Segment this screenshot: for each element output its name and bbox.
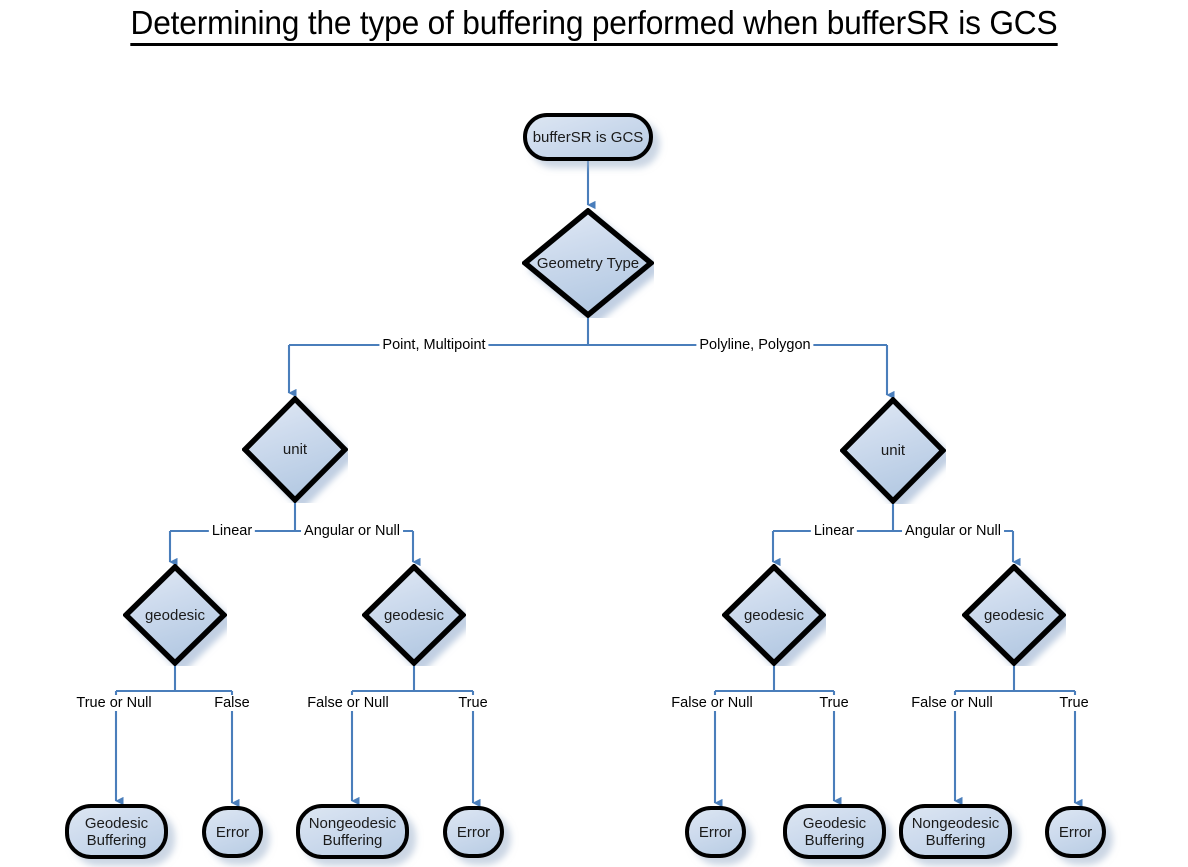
terminal-label: Geodesic Buffering	[802, 814, 867, 849]
edge-label-polyline-polygon: Polyline, Polygon	[696, 337, 814, 353]
terminal-error-1[interactable]: Error	[202, 806, 263, 858]
edge-label-true-c: True	[816, 695, 852, 711]
decision-geodesic-c[interactable]: geodesic	[722, 564, 826, 666]
edge-label-true-b: True	[455, 695, 491, 711]
decision-geodesic-b[interactable]: geodesic	[362, 564, 466, 666]
terminal-geodesic-buffering-1[interactable]: Geodesic Buffering	[65, 804, 168, 859]
edge-label-false-or-null-c: False or Null	[668, 695, 756, 711]
terminal-label: Geodesic Buffering	[84, 814, 149, 849]
diamond-shape	[123, 564, 227, 666]
edge-label-false-a: False	[211, 695, 253, 711]
edge-label-linear-left: Linear	[208, 523, 256, 539]
diamond-shape	[242, 396, 348, 503]
diamond-shape	[522, 208, 654, 318]
terminal-geodesic-buffering-2[interactable]: Geodesic Buffering	[783, 804, 886, 859]
terminal-start[interactable]: bufferSR is GCS	[523, 113, 653, 161]
edge-label-true-d: True	[1056, 695, 1092, 711]
edge-label-true-or-null-a: True or Null	[73, 695, 155, 711]
decision-unit-right[interactable]: unit	[840, 397, 946, 504]
terminal-label: Nongeodesic Buffering	[911, 814, 1000, 849]
page-title: Determining the type of buffering perfor…	[24, 4, 1164, 46]
diamond-shape	[962, 564, 1066, 666]
edge-label-angular-or-null-left: Angular or Null	[301, 523, 403, 539]
terminal-error-3[interactable]: Error	[685, 806, 746, 858]
decision-geodesic-a[interactable]: geodesic	[123, 564, 227, 666]
decision-geodesic-d[interactable]: geodesic	[962, 564, 1066, 666]
decision-unit-left[interactable]: unit	[242, 396, 348, 503]
terminal-label: Error	[215, 823, 250, 841]
terminal-label: Nongeodesic Buffering	[308, 814, 397, 849]
terminal-start-label: bufferSR is GCS	[532, 128, 644, 146]
terminal-label: Error	[698, 823, 733, 841]
diamond-shape	[722, 564, 826, 666]
edge-label-point-multipoint: Point, Multipoint	[379, 337, 489, 353]
edge-label-false-or-null-d: False or Null	[908, 695, 996, 711]
edge-label-angular-or-null-right: Angular or Null	[902, 523, 1004, 539]
edge-label-false-or-null-b: False or Null	[304, 695, 392, 711]
terminal-label: Error	[1058, 823, 1093, 841]
diamond-shape	[362, 564, 466, 666]
edge-label-linear-right: Linear	[810, 523, 858, 539]
diamond-shape	[840, 397, 946, 504]
terminal-nongeodesic-buffering-1[interactable]: Nongeodesic Buffering	[296, 804, 409, 859]
terminal-nongeodesic-buffering-2[interactable]: Nongeodesic Buffering	[899, 804, 1012, 859]
page-title-text: Determining the type of buffering perfor…	[130, 4, 1058, 46]
terminal-error-4[interactable]: Error	[1045, 806, 1106, 858]
terminal-error-2[interactable]: Error	[443, 806, 504, 858]
decision-geometry-type[interactable]: Geometry Type	[522, 208, 654, 318]
terminal-label: Error	[456, 823, 491, 841]
